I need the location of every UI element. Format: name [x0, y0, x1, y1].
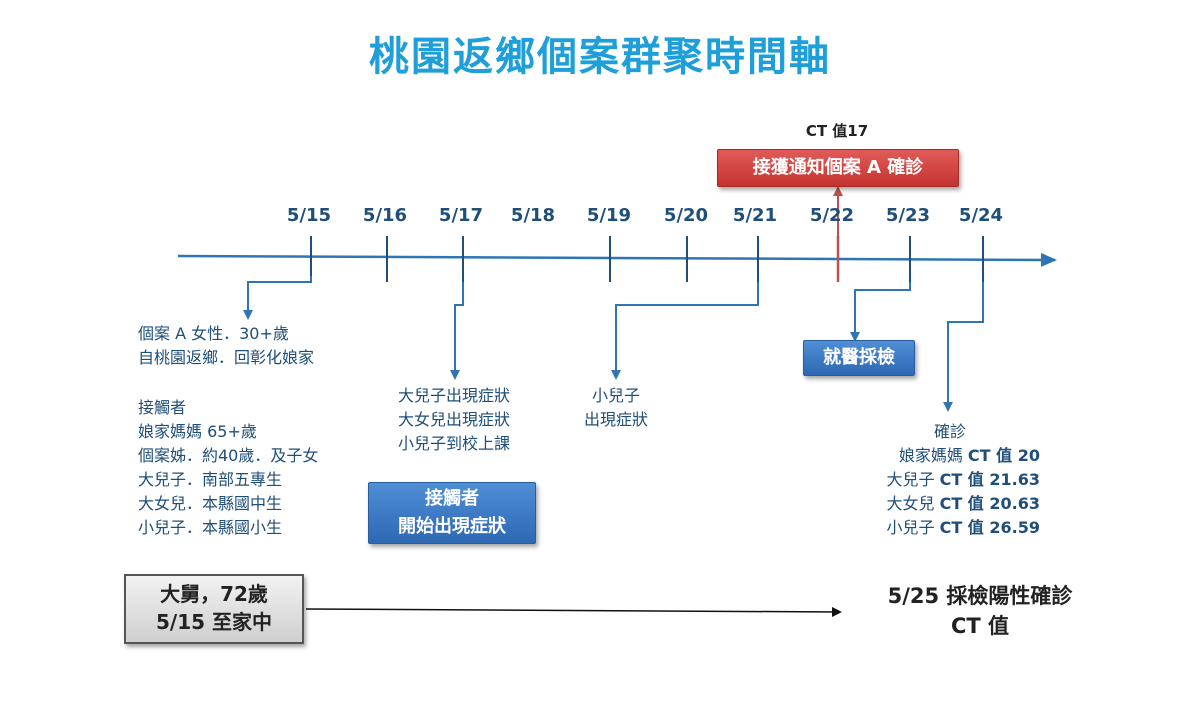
contact-box-line: 開始出現症狀 [398, 516, 506, 537]
date-label-5-23: 5/23 [885, 205, 931, 226]
symptom-line: 小兒子到校上課 [397, 434, 510, 453]
confirm-ct: CT 值 21.63 [939, 470, 1040, 489]
date-label-5-22: 5/22 [809, 205, 855, 226]
result-line: CT 值 [950, 614, 1010, 638]
date-label-5-18: 5/18 [510, 205, 556, 226]
symptom-line: 小兒子 [591, 386, 640, 405]
confirm-name: 大兒子 [886, 470, 935, 489]
contact-item: 小兒子．本縣國小生 [138, 518, 283, 537]
date-label-5-19: 5/19 [586, 205, 632, 226]
uncle-line: 5/15 至家中 [155, 610, 272, 634]
date-label-5-21: 5/21 [732, 205, 778, 226]
ct17-label: CT 值17 [805, 122, 869, 140]
confirm-row: 大女兒 CT 值 20.63 [860, 492, 1040, 516]
uncle-line: 大舅，72歲 [160, 582, 268, 606]
confirm-ct: CT 值 20 [967, 446, 1040, 465]
connector-5-15 [243, 276, 312, 320]
symptom-line: 出現症狀 [583, 410, 648, 429]
contact-symptom-box: 接觸者 開始出現症狀 [368, 482, 536, 544]
case-a-info: 個案 A 女性．30+歲 自桃園返鄉．回彰化娘家 [138, 322, 314, 370]
confirm-block: 確診 娘家媽媽 CT 值 20 大兒子 CT 值 21.63 大女兒 CT 值 … [860, 420, 1040, 540]
confirm-name: 大女兒 [886, 494, 935, 513]
connector-5-24 [943, 282, 984, 412]
contact-item: 個案姊．約40歲．及子女 [138, 446, 319, 465]
connector-5-17 [450, 282, 464, 380]
contact-item: 大女兒．本縣國中生 [138, 494, 283, 513]
date-label-5-17: 5/17 [438, 205, 484, 226]
confirm-heading: 確診 [933, 422, 966, 441]
contact-box-line: 接觸者 [425, 488, 479, 509]
confirm-row: 娘家媽媽 CT 值 20 [860, 444, 1040, 468]
symptom-line: 大女兒出現症狀 [397, 410, 510, 429]
page-title: 桃園返鄉個案群聚時間軸 [369, 34, 831, 80]
confirm-ct: CT 值 20.63 [939, 494, 1040, 513]
connector-5-21 [611, 282, 759, 380]
date-label-5-20: 5/20 [663, 205, 709, 226]
uncle-box: 大舅，72歲 5/15 至家中 [124, 574, 304, 644]
contacts-heading: 接觸者 [138, 398, 187, 417]
case-a-line: 個案 A 女性．30+歲 [138, 324, 289, 343]
timeline-axis [177, 252, 1057, 267]
confirm-row: 大兒子 CT 值 21.63 [860, 468, 1040, 492]
case-a-line: 自桃園返鄉．回彰化娘家 [138, 348, 315, 367]
contacts-list: 接觸者 娘家媽媽 65+歲 個案姊．約40歲．及子女 大兒子．南部五專生 大女兒… [138, 396, 318, 540]
connector-5-23 [850, 282, 911, 342]
symptom-line: 大兒子出現症狀 [397, 386, 510, 405]
symptom-5-21: 小兒子 出現症狀 [566, 384, 666, 432]
confirm-row: 小兒子 CT 值 26.59 [860, 516, 1040, 540]
result-block: 5/25 採檢陽性確診 CT 值 [860, 581, 1100, 641]
hospital-box: 就醫採檢 [803, 340, 915, 376]
contact-item: 娘家媽媽 65+歲 [138, 422, 257, 441]
date-label-5-24: 5/24 [958, 205, 1004, 226]
date-label-5-16: 5/16 [362, 205, 408, 226]
date-label-5-15: 5/15 [286, 205, 332, 226]
notify-box: 接獲通知個案 A 確診 [717, 149, 959, 187]
confirm-name: 小兒子 [886, 518, 935, 537]
confirm-name: 娘家媽媽 [898, 446, 963, 465]
result-line: 5/25 採檢陽性確診 [887, 584, 1073, 608]
symptoms-5-17: 大兒子出現症狀 大女兒出現症狀 小兒子到校上課 [384, 384, 524, 456]
confirm-ct: CT 值 26.59 [939, 518, 1040, 537]
uncle-arrow [305, 606, 842, 617]
contact-item: 大兒子．南部五專生 [138, 470, 283, 489]
